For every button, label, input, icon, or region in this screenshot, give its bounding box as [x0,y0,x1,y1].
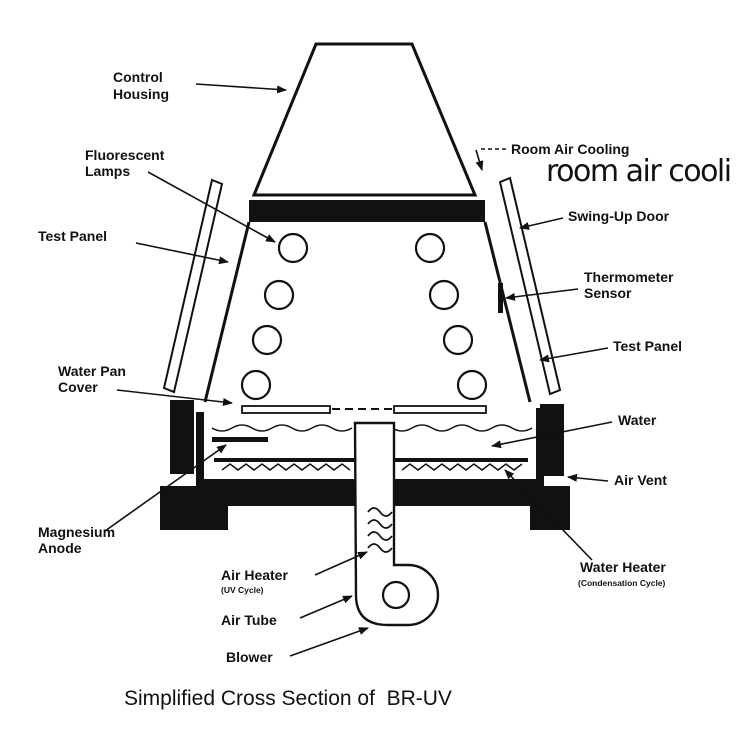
lamp [277,232,309,264]
thermometer-sensor-probe [498,283,503,313]
cabinet-base [160,486,570,530]
housing-band [249,200,485,222]
water-heater-coil [401,463,523,471]
water-heater-leader [504,469,593,561]
room-air-cooling-label: Room Air Cooling [511,141,629,157]
lamp [428,279,460,311]
air-heater-label: Air Heater [221,567,288,583]
swing-up-door-leader [519,217,564,230]
chamber-structure [160,42,570,627]
control-housing-label: Housing [113,86,169,102]
fluorescent-lamps-leader [147,171,276,243]
lamp [240,369,272,401]
water-surface [211,424,353,432]
air-vent-leader [567,473,609,482]
lamp [456,369,488,401]
water-pan-cover-right [393,405,487,414]
chamber-wall-left [203,221,251,403]
swing-up-door-board [498,176,562,396]
thermometer-sensor-label: Sensor [584,285,632,301]
air-heater-coil [367,507,393,553]
test-panel-left-leader [135,242,229,265]
swing-up-door-label: Swing-Up Door [568,208,670,224]
water-pan-cover-label: Water Pan [58,363,126,379]
air-vent-block-left [170,400,194,474]
test-panel-right-leader [539,347,609,363]
test-panel-right-label: Test Panel [613,338,682,354]
thermometer-sensor-label: Thermometer [584,269,674,285]
thermometer-sensor-leader [505,288,579,301]
magnesium-anode-label: Magnesium [38,524,115,540]
test-panel-left-board [162,178,224,394]
water-pan-cover-left [241,405,331,414]
air-tube-label: Air Tube [221,612,277,628]
water-surface [391,424,533,432]
blower-rotor [381,580,411,610]
magnesium-anode-leader [104,444,227,532]
control-housing [251,42,478,197]
control-housing-leader [195,83,287,94]
fluorescent-lamps-label: Fluorescent [85,147,165,163]
lamp [263,279,295,311]
water-leader [491,421,613,449]
air-tube-leader [299,595,353,619]
air-heater-note: (UV Cycle) [221,585,264,595]
lamp [251,324,283,356]
room-air-cooling-leader [475,149,484,171]
lamp [414,232,446,264]
water-heater-note: (Condensation Cycle) [578,578,666,588]
diagram-caption: Simplified Cross Section of BR-UV [124,687,452,710]
blower-leader [289,627,369,657]
fluorescent-lamps-label: Lamps [85,163,130,179]
room-air-cooling-overlay: room air cooli [546,154,731,189]
water-heater-coil [221,463,351,471]
air-heater-leader [314,551,368,576]
air-tube [353,421,440,627]
water-pan-cover-label: Cover [58,379,98,395]
blower-label: Blower [226,649,273,665]
magnesium-anode-rod [212,437,268,442]
test-panel-left-label: Test Panel [38,228,107,244]
control-housing-label: Control [113,69,163,85]
magnesium-anode-label: Anode [38,540,82,556]
lamp [442,324,474,356]
chamber-wall-right [483,221,532,403]
water-label: Water [618,412,657,428]
air-vent-label: Air Vent [614,472,667,488]
labels: Control Housing Room Air Cooling room ai… [38,69,732,710]
water-pan-cover-leader [116,389,233,406]
water-heater-label: Water Heater [580,559,666,575]
